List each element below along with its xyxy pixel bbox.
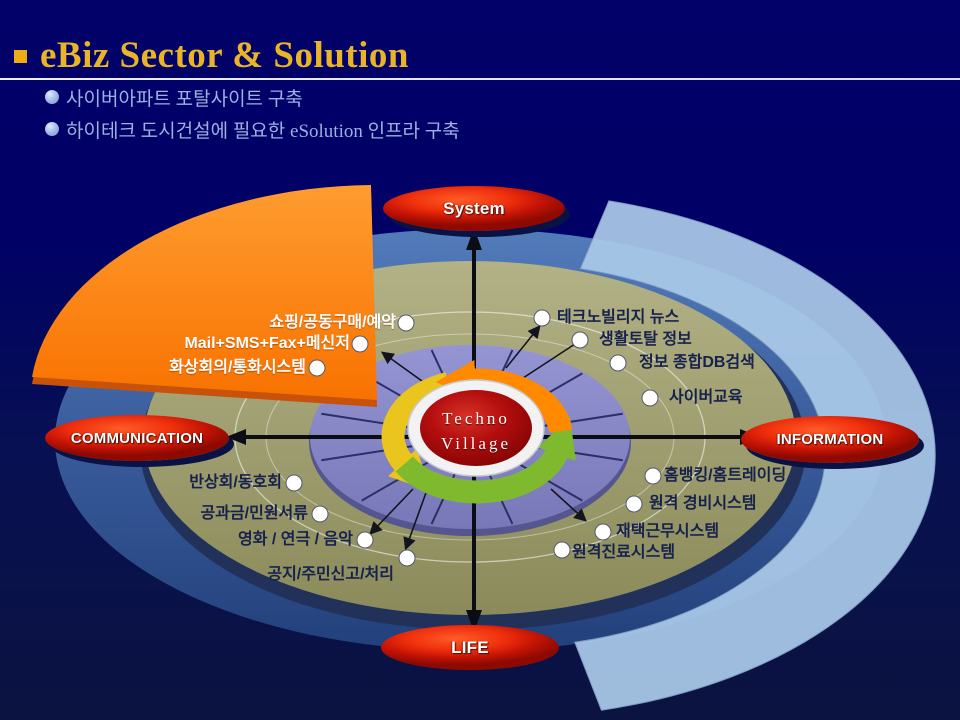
label-notice-report-handling: 공지/주민신고/처리 — [267, 566, 394, 583]
node-dots — [285, 309, 662, 567]
label-movie-theater-music: 영화 / 연극 / 음악 — [238, 531, 353, 548]
badge-information: INFORMATION — [741, 416, 919, 463]
bullet-item: 하이테크 도시건설에 필요한 eSolution 인프라 구축 — [66, 121, 460, 142]
bullet-item: 사이버아파트 포탈사이트 구축 — [66, 89, 303, 110]
badge-communication: COMMUNICATION — [45, 415, 229, 461]
label-remote-security-system: 원격 경비시스템 — [649, 495, 757, 512]
title-bullet-square-icon — [14, 50, 27, 63]
label-video-conference-system: 화상회의/통화시스템 — [169, 359, 306, 376]
label-telemedicine-system: 원격진료시스템 — [572, 544, 676, 561]
label-telecommuting-system: 재택근무시스템 — [616, 523, 720, 540]
label-utility-civil-documents: 공과금/민원서류 — [200, 505, 309, 522]
badge-life: LIFE — [381, 625, 559, 670]
label-living-total-info: 생활토탈 정보 — [599, 331, 692, 348]
label-mail-sms-fax-messenger: Mail+SMS+Fax+메신저 — [184, 335, 350, 352]
label-shopping-group-buy: 쇼핑/공동구매/예약 — [269, 314, 396, 331]
center-red-core — [420, 390, 532, 466]
cycle-arrow-green — [395, 416, 576, 504]
label-integrated-db-search: 정보 종합DB검색 — [639, 354, 755, 371]
bullet-circle-icon — [45, 122, 59, 136]
system-sector-wedge — [32, 185, 377, 400]
center-techno-village-label: Techno Village — [406, 406, 546, 456]
center-label-line2: Village — [440, 434, 512, 453]
page-title: eBiz Sector & Solution — [40, 35, 409, 76]
cycle-arrow-yellow — [381, 372, 452, 491]
badge-system: System — [383, 186, 565, 231]
center-label-line1: Techno — [442, 409, 510, 428]
title-divider — [0, 78, 960, 80]
bullet-circle-icon — [45, 90, 59, 104]
sky-crescent — [574, 200, 936, 711]
label-neighborhood-club: 반상회/동호회 — [189, 474, 282, 491]
label-home-banking-trading: 홈뱅킹/홈트레이딩 — [664, 467, 787, 484]
label-technovillage-news: 테크노빌리지 뉴스 — [557, 309, 680, 326]
label-cyber-education: 사이버교육 — [669, 389, 743, 406]
